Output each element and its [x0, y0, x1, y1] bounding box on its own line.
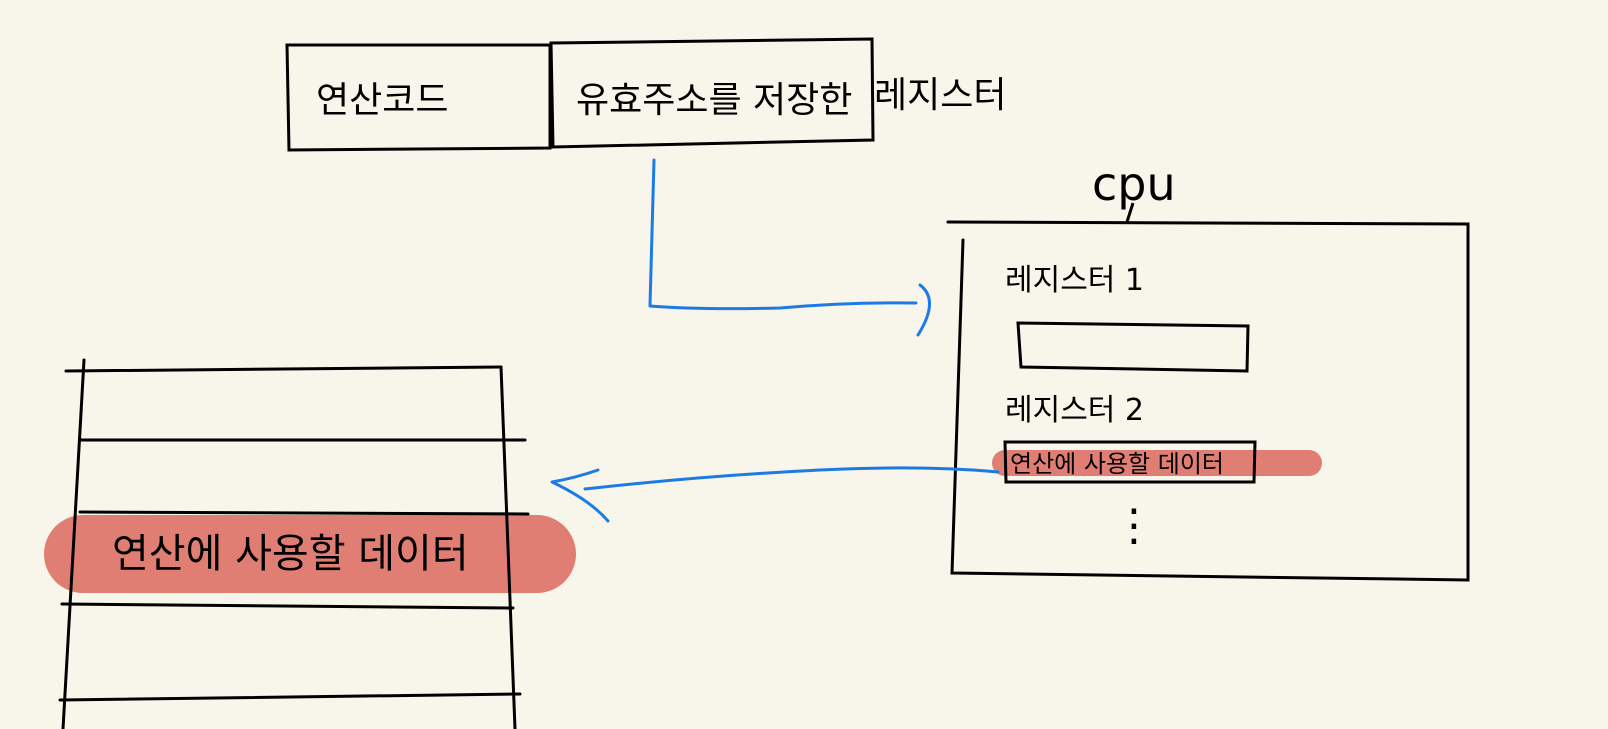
operand-field-label: 유효주소를 저장한 [576, 80, 852, 121]
data-arrow [550, 466, 1000, 523]
opcode-field-label: 연산코드 [316, 80, 448, 121]
cpu-more-registers: ⋮ [1112, 500, 1156, 551]
memory-row-line [78, 510, 530, 516]
memory-row-line [58, 692, 522, 702]
register-1-box [1016, 321, 1250, 373]
memory-right-edge [499, 365, 517, 729]
operand-field-suffix: 레지스터 [874, 75, 1006, 116]
memory-top-edge [64, 365, 503, 373]
cpu-box [946, 220, 1470, 582]
register-1-label: 레지스터 1 [1005, 263, 1144, 298]
address-arrow [648, 158, 931, 337]
data-arrow-head [550, 468, 610, 523]
register-2-highlight [992, 450, 1322, 476]
cpu-box-outline [946, 220, 1470, 582]
cpu-title: cpu [1092, 157, 1176, 211]
opcode-field-box [285, 43, 552, 152]
register-2-label: 레지스터 2 [1005, 393, 1144, 428]
memory-left-edge [61, 358, 86, 729]
cpu-title-tick [1125, 202, 1135, 223]
memory-cell-highlight [44, 515, 576, 593]
memory-cell-value: 연산에 사용할 데이터 [112, 531, 469, 577]
memory-table [58, 358, 530, 729]
register-2-value: 연산에 사용할 데이터 [1010, 450, 1224, 478]
instruction-format [285, 37, 875, 152]
memory-row-line [60, 602, 515, 610]
register-2-box [1003, 440, 1257, 484]
address-arrow-line [648, 158, 918, 311]
operand-field-box [549, 37, 875, 149]
address-arrow-head [916, 283, 931, 337]
data-arrow-line [583, 466, 1000, 491]
